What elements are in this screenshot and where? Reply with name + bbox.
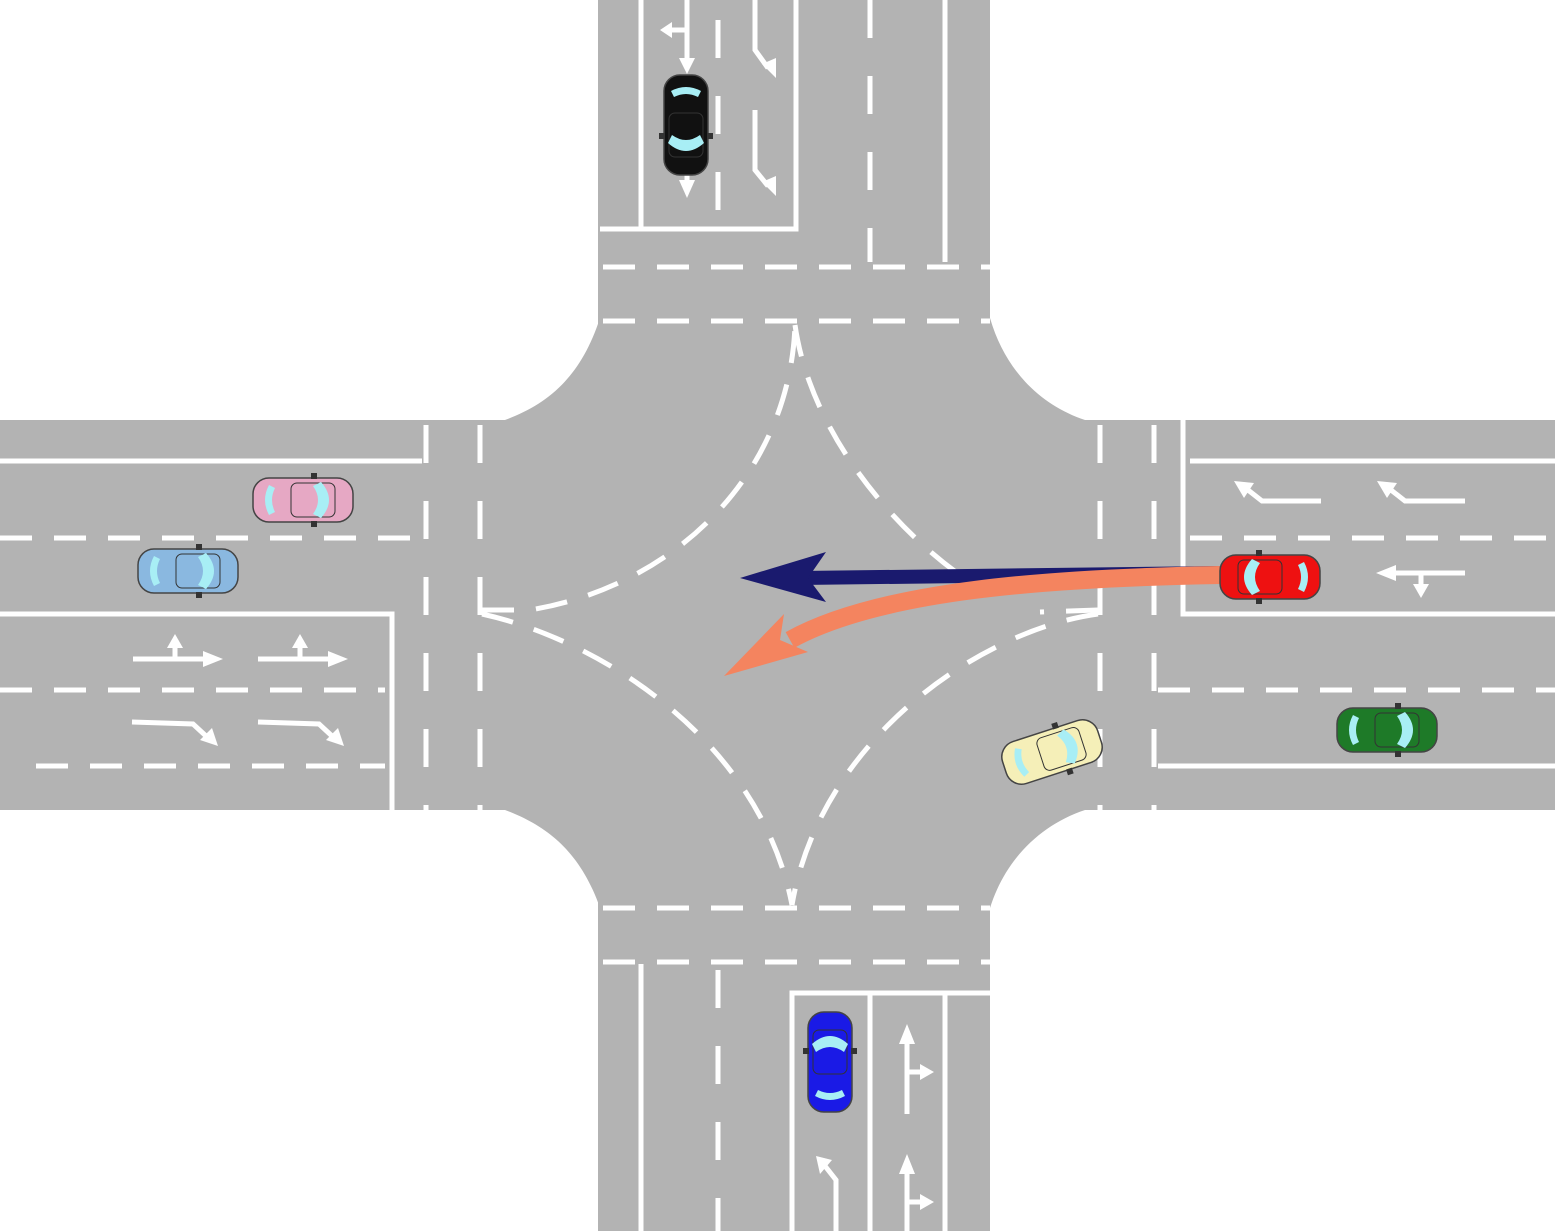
vehicles-layer — [137, 74, 1438, 1113]
lane-arrow-right-turn-icon — [131, 719, 344, 746]
lane-arrow-straight-left-icon — [133, 634, 348, 667]
lane-arrow-right-turn-icon — [752, 0, 776, 196]
north-arm-markings — [600, 0, 990, 324]
lane-arrow-left-turn-icon — [1234, 481, 1465, 504]
lane-arrow-straight-right-icon — [1376, 565, 1465, 598]
lane-arrow-left-turn-icon — [816, 1156, 839, 1231]
light-blue-car — [137, 544, 239, 598]
red-car — [1219, 550, 1321, 604]
pink-car — [252, 473, 354, 527]
blue-car — [803, 1011, 857, 1113]
lane-arrow-straight-right-icon — [899, 1024, 934, 1231]
black-car — [659, 74, 713, 176]
turn-guide-lines — [481, 324, 1099, 906]
south-arm-markings — [603, 905, 990, 1231]
left-turn-path-arrow — [724, 566, 1221, 676]
cream-car — [1001, 719, 1103, 785]
green-car — [1336, 703, 1438, 757]
intersection-box — [485, 318, 1100, 908]
west-arm-markings — [0, 425, 483, 810]
